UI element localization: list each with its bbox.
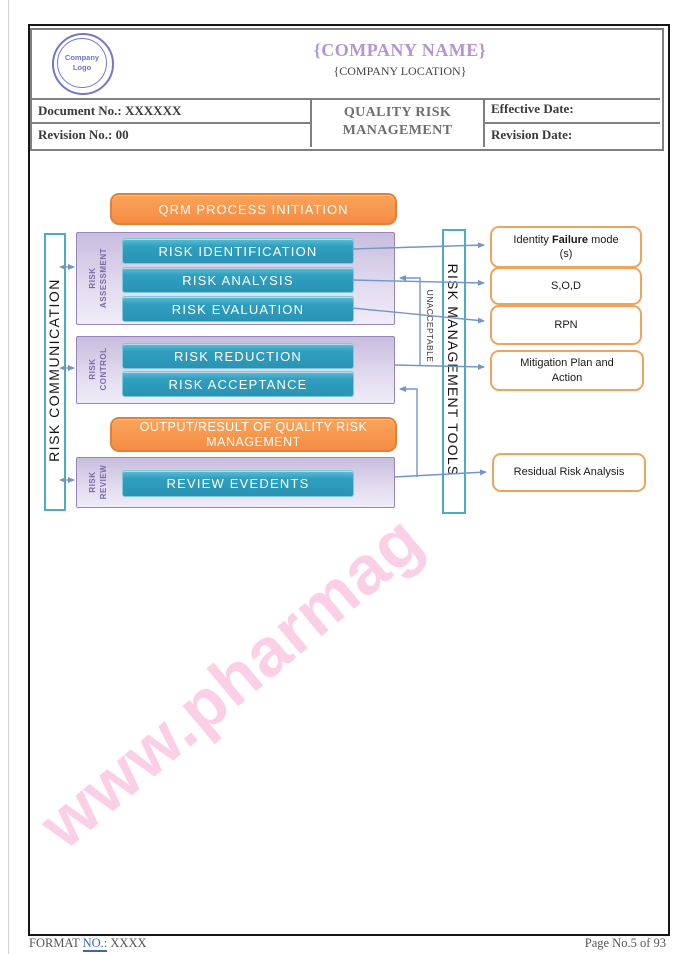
document-no: Document No.: XXXXXX	[38, 103, 182, 118]
footer-format-pre: FORMAT	[29, 936, 83, 950]
revision-date: Revision Date:	[491, 127, 573, 142]
footer-page-number: Page No.5 of 93	[584, 936, 666, 950]
footer-format-no: NO.:	[82, 936, 108, 952]
risk-acceptance-box: RISK ACCEPTANCE	[122, 371, 354, 397]
output-line1: OUTPUT/RESULT OF QUALITY RISK	[139, 419, 368, 434]
identity-text-bold: Failure	[551, 233, 589, 246]
risk-evaluation-box: RISK EVALUATION	[122, 296, 354, 322]
mitigation-line1: Mitigation Plan and	[520, 357, 614, 370]
watermark-text: www.pharmag	[25, 500, 437, 864]
risk-management-tools-bar	[442, 229, 466, 514]
header-col-divider-1	[310, 98, 312, 147]
review-label-line1: RISK	[88, 471, 98, 493]
identity-text-line2: (s)	[559, 248, 573, 260]
review-evedents-box: REVIEW EVEDENTS	[122, 470, 354, 497]
risk-communication-label: RISK COMMUNICATION	[46, 278, 62, 462]
company-logo: Company Logo	[52, 33, 114, 95]
risk-analysis-box: RISK ANALYSIS	[122, 267, 354, 293]
residual-risk-analysis-box: Residual Risk Analysis	[492, 453, 646, 492]
output-line2: MANAGEMENT	[206, 434, 301, 449]
company-logo-text: Company Logo	[57, 38, 107, 88]
logo-line2: Logo	[72, 63, 92, 72]
unacceptable-label: UNACCEPTABLE	[425, 289, 435, 363]
rpn-box: RPN	[490, 305, 642, 345]
revision-no: Revision No.: 00	[38, 127, 129, 142]
output-result-box: OUTPUT/RESULT OF QUALITY RISK MANAGEMENT	[140, 420, 368, 450]
logo-line1: Company	[64, 52, 100, 62]
company-location: {COMPANY LOCATION}	[333, 64, 467, 78]
doc-title-line2: MANAGEMENT	[342, 122, 453, 138]
mitigation-line2: Action	[551, 371, 583, 384]
footer-format-post: XXXX	[107, 936, 147, 950]
risk-review-label: RISK REVIEW	[88, 465, 110, 500]
assessment-label-line2: ASSESSMENT	[99, 247, 108, 309]
risk-control-label: RISK CONTROL	[88, 347, 110, 390]
risk-management-tools-label: RISK MANAGEMENT TOOLS	[445, 263, 461, 477]
risk-assessment-label: RISK ASSESSMENT	[88, 248, 110, 308]
identity-text-pre: Identity	[513, 233, 552, 246]
control-label-line2: CONTROL	[99, 347, 108, 391]
qrm-process-initiation-box: QRM PROCESS INITIATION	[110, 193, 397, 225]
identity-failure-mode-box: Identity Failure mode (s)	[490, 226, 642, 268]
sod-box: S,O,D	[490, 267, 642, 305]
header-table-border	[30, 28, 664, 151]
page-left-edge	[8, 0, 9, 954]
risk-identification-box: RISK IDENTIFICATION	[122, 238, 354, 264]
risk-communication-bar	[44, 233, 66, 511]
assessment-label-line1: RISK	[88, 267, 98, 289]
footer-format: FORMAT NO.: XXXX	[29, 936, 147, 952]
review-label-line2: REVIEW	[99, 464, 108, 500]
header-row-divider	[30, 98, 660, 100]
header-col-divider-2	[483, 98, 485, 147]
header-right-row-divider	[483, 122, 660, 124]
identity-text-post: mode	[588, 233, 619, 246]
mitigation-plan-box: Mitigation Plan and Action	[490, 350, 644, 391]
risk-reduction-box: RISK REDUCTION	[122, 343, 354, 369]
control-label-line1: RISK	[88, 358, 98, 380]
company-name: {COMPANY NAME}	[313, 40, 487, 60]
effective-date: Effective Date:	[491, 101, 574, 116]
header-left-row-divider	[30, 122, 310, 124]
doc-title-line1: QUALITY RISK	[343, 105, 452, 120]
